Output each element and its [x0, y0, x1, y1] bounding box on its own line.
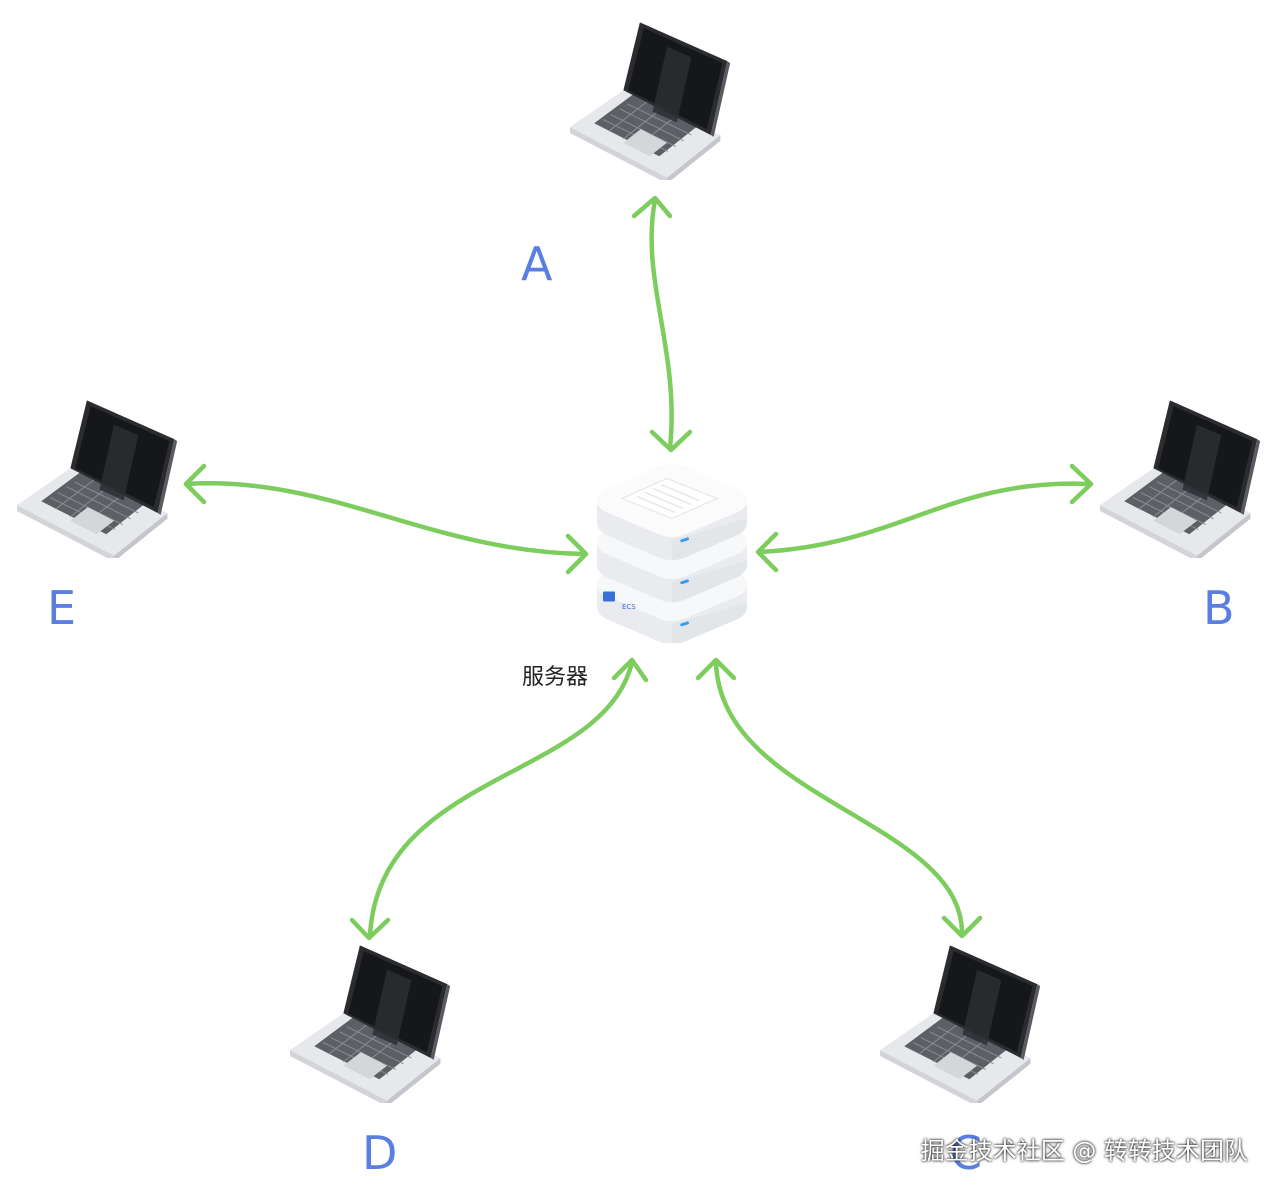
client-label-d: D	[362, 1126, 398, 1180]
arrow-server-a	[649, 197, 674, 451]
client-e	[17, 399, 178, 558]
arrowhead-d-top	[611, 657, 649, 683]
client-a	[570, 21, 731, 180]
client-b	[1100, 399, 1261, 558]
arrowhead-c-top	[695, 657, 737, 681]
connection-arrows	[183, 195, 1094, 941]
server-node: ECS	[597, 463, 747, 643]
laptop-icon	[880, 944, 1041, 1103]
arrowhead-a-bottom	[649, 429, 693, 453]
arrow-server-d	[367, 659, 635, 938]
arrowhead-b-right	[1069, 463, 1094, 505]
client-label-c: C	[950, 1126, 983, 1180]
arrow-server-e	[183, 481, 588, 557]
arrowhead-c-bottom	[941, 915, 983, 939]
arrow-server-c	[713, 659, 965, 935]
client-c	[880, 944, 1041, 1103]
client-label-a: A	[521, 237, 553, 291]
arrowhead-e-right	[565, 533, 589, 575]
client-d	[290, 944, 451, 1103]
arrowhead-a-top	[631, 195, 673, 219]
arrowhead-e-left	[183, 463, 207, 505]
watermark: 掘金技术社区 @ 转转技术团队	[920, 1137, 1248, 1165]
server-badge-text: ECS	[622, 603, 636, 611]
arrow-server-b	[757, 481, 1093, 555]
laptop-icon	[570, 21, 731, 180]
laptop-icon	[1100, 399, 1261, 558]
arrowhead-d-bottom	[349, 917, 391, 941]
server-label: 服务器	[522, 665, 589, 690]
client-label-e: E	[47, 581, 77, 635]
laptop-icon	[17, 399, 178, 558]
server-icon	[597, 463, 747, 643]
laptop-icon	[290, 944, 451, 1103]
client-label-b: B	[1203, 581, 1235, 635]
arrowhead-b-left	[755, 531, 779, 573]
